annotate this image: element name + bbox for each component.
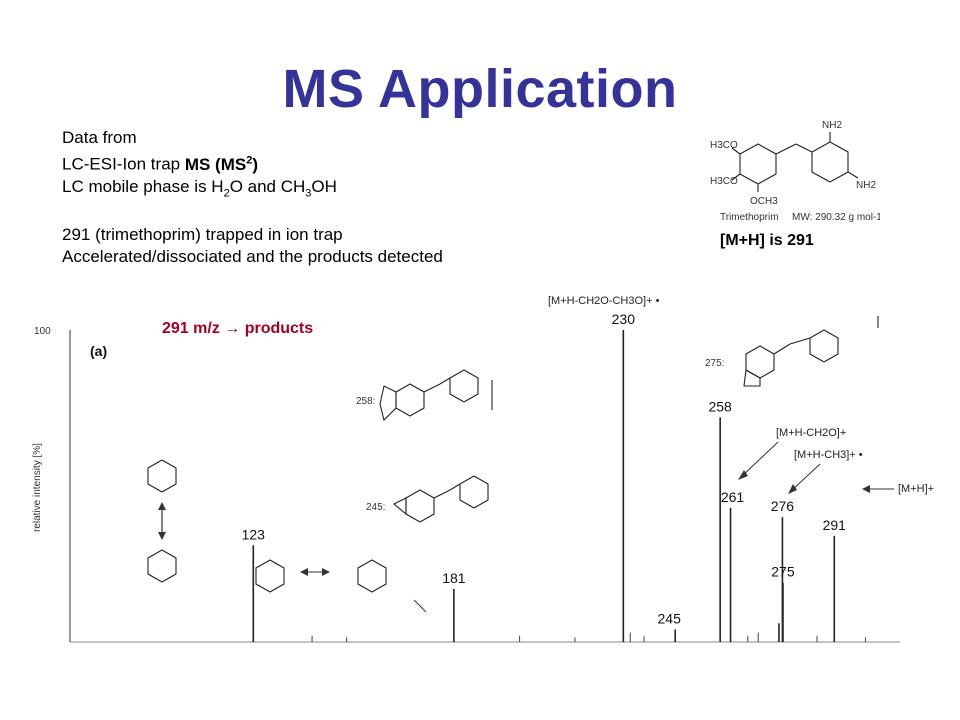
page-title: MS Application	[282, 59, 678, 119]
fragment-181-structure	[255, 559, 387, 593]
peak-labels-group: 123 181 245 230 258 261 275 276 291	[242, 311, 847, 627]
peaks-group	[252, 330, 866, 642]
fragment-245-structure: 245:	[366, 475, 489, 523]
trimethoprim-structure: NH2 NH2 H3CO H3CO OCH3 Trimethoprim MW: …	[710, 120, 880, 223]
ome-label-3: OCH3	[750, 196, 778, 207]
peak-label-261: 261	[721, 489, 745, 505]
ome-label-1: H3CO	[710, 140, 738, 151]
peak-label-230: 230	[612, 311, 636, 327]
info-block: Data from LC-ESI-Ion trap MS (MS2) LC mo…	[62, 127, 337, 204]
info-line-1: Data from	[62, 128, 137, 147]
fragment-label-245: 245:	[366, 502, 385, 513]
peak-label-276: 276	[771, 498, 795, 514]
arrowhead-291	[862, 485, 870, 493]
nh2-top-label: NH2	[822, 120, 842, 131]
info-line-2: LC-ESI-Ion trap MS (MS2)	[62, 154, 259, 174]
info-line-3: LC mobile phase is H2O and CH3OH	[62, 176, 337, 200]
mass-spectrum: 100 relative intensity [%] (a) 123 181 245…	[32, 295, 934, 643]
fragment-275-structure: 275:	[705, 316, 879, 387]
y-tick-100: 100	[34, 326, 51, 337]
annotation-291: [M+H]+	[898, 483, 934, 495]
nh2-right-label: NH2	[856, 180, 876, 191]
ome-label-2: H3CO	[710, 176, 738, 187]
arrowhead-261	[738, 470, 748, 480]
annotation-261: [M+H-CH2O]+	[776, 427, 846, 439]
peak-label-123: 123	[242, 526, 266, 542]
spectrum-caption: 291 m/z → products	[162, 320, 314, 337]
peak-label-275: 275	[771, 564, 795, 580]
fragment-258-structure: 258:	[356, 369, 493, 422]
y-axis-label: relative intensity [%]	[32, 443, 43, 532]
mh-label: [M+H] is 291	[720, 232, 814, 249]
peak-label-181: 181	[442, 570, 466, 586]
arrow-181	[413, 599, 427, 613]
fragment-123-structure	[147, 459, 177, 583]
arrowhead-276	[788, 484, 797, 494]
arrow-261	[739, 441, 779, 479]
panel-label: (a)	[90, 343, 107, 359]
peak-label-245: 245	[658, 611, 682, 627]
annotation-276: [M+H-CH3]+ •	[794, 449, 863, 461]
fragment-label-275: 275:	[705, 358, 724, 369]
compound-name: Trimethoprim	[720, 212, 779, 223]
fragment-label-258: 258:	[356, 396, 375, 407]
info2-line-1: 291 (trimethoprim) trapped in ion trap	[62, 225, 343, 244]
compound-mw: MW: 290.32 g mol-1	[792, 212, 880, 223]
peak-label-258: 258	[708, 398, 732, 414]
info-block-2: 291 (trimethoprim) trapped in ion trap A…	[62, 224, 443, 268]
info2-line-2: Accelerated/dissociated and the products…	[62, 247, 443, 266]
annotation-230: [M+H-CH2O-CH3O]+ •	[548, 295, 660, 307]
peak-label-291: 291	[823, 517, 847, 533]
